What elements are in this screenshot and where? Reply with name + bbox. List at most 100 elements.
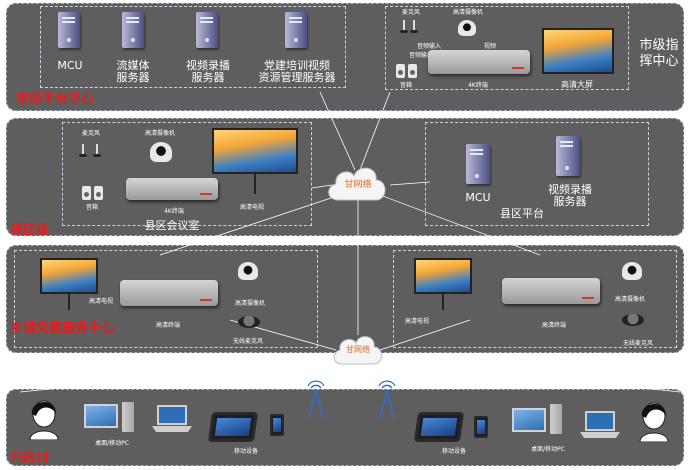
- phone-icon: [270, 414, 284, 436]
- server-icon: [122, 12, 144, 48]
- village-tier-panel: [6, 389, 684, 466]
- link-town-left: [159, 194, 341, 256]
- cell-tower-icon: [378, 380, 396, 418]
- town-left-mic-label: 无线麦克风: [232, 338, 263, 345]
- village-right-desktop-label: 桌面/移动PC: [531, 446, 565, 453]
- link-county-platform: [389, 181, 431, 186]
- lower-network-label: 甘网络: [346, 345, 370, 354]
- desktop-pc-icon: [512, 408, 546, 432]
- village-right-mobile-label: 移动设备: [441, 448, 466, 455]
- server-icon: [196, 12, 218, 48]
- link-city-command: [359, 91, 391, 171]
- city-audio-out-label: 音频输出: [408, 52, 433, 59]
- microphone-icon: [410, 20, 418, 33]
- hd-camera-icon: [150, 142, 172, 162]
- link-tower-right: [369, 361, 389, 385]
- hd-camera-icon: [238, 262, 258, 280]
- video-terminal-icon: [120, 280, 218, 306]
- county-tv-label: 高清电视: [239, 204, 264, 211]
- town-left-terminal-label: 高清终端: [155, 322, 180, 329]
- city-command-center-group: [385, 6, 629, 90]
- tv-screen-icon: [40, 258, 98, 294]
- user-avatar-icon: [639, 402, 669, 442]
- video-terminal-icon: [428, 50, 530, 74]
- link-county-room: [311, 184, 333, 189]
- speaker-icon: [82, 186, 91, 200]
- county-platform-title: 县区平台: [500, 207, 544, 220]
- desktop-pc-icon: [84, 404, 118, 428]
- link-village-left: [19, 359, 337, 393]
- city-tier-label: 市级平台中心: [16, 92, 95, 107]
- link-town-right: [379, 194, 541, 256]
- link-city-servers: [319, 91, 356, 171]
- link-village-right: [381, 359, 681, 393]
- tv-stand: [254, 174, 256, 194]
- city-terminal-label: 4K终端: [468, 82, 488, 89]
- county-tier-label: 县区级: [10, 223, 50, 238]
- wireless-mic-icon: [622, 314, 644, 326]
- county-terminal-label: 4K终端: [164, 208, 184, 215]
- microphone-icon: [400, 20, 408, 33]
- speaker-icon: [396, 64, 405, 78]
- cell-tower-icon: [307, 380, 325, 418]
- phone-icon: [474, 416, 488, 438]
- tv-stand: [442, 294, 444, 310]
- city-camera-label: 高清摄像机: [452, 9, 483, 16]
- microphone-icon: [93, 144, 101, 157]
- county-room-title: 县区会议室: [144, 219, 200, 232]
- tv-screen-icon: [542, 28, 614, 74]
- city-screen-label: 高清大屏: [561, 80, 593, 89]
- tablet-icon: [413, 412, 465, 442]
- pc-tower: [122, 402, 134, 432]
- town-right-mic-label: 无线麦克风: [622, 340, 653, 347]
- village-tier-label: 行政村: [10, 452, 50, 467]
- cloud-network-icon: [333, 336, 382, 365]
- video-terminal-icon: [126, 178, 218, 200]
- cloud-network-icon: [328, 167, 386, 201]
- town-right-camera-label: 高清摄像机: [614, 296, 645, 303]
- microphone-icon: [79, 144, 87, 157]
- hd-camera-icon: [622, 262, 642, 280]
- town-left-tv-label: 高清电视: [88, 298, 113, 305]
- county-platform-recording-label: 视频录播 服务器: [548, 183, 592, 208]
- village-left-mobile-label: 移动设备: [233, 448, 258, 455]
- county-platform-mcu-label: MCU: [465, 191, 491, 204]
- city-audio-in-label: 音频输入: [416, 43, 441, 50]
- town-right-terminal-label: 高清终端: [541, 322, 566, 329]
- tablet-icon: [207, 412, 259, 442]
- server-icon: [58, 12, 80, 48]
- town-site-left-group: [14, 250, 318, 348]
- city-mic-label: 麦克风: [401, 9, 420, 16]
- server-icon: [285, 12, 307, 48]
- village-left-desktop-label: 桌面/移动PC: [95, 440, 129, 447]
- upper-network-label: 甘网络: [344, 180, 372, 190]
- pc-tower: [550, 404, 562, 434]
- server-icon: [466, 144, 490, 184]
- city-command-center-title: 市级指 挥中心: [639, 38, 679, 69]
- city-server-recording-label: 视频录播 服务器: [186, 59, 230, 84]
- user-avatar-icon: [29, 400, 59, 440]
- city-video-label: 视频: [483, 43, 496, 50]
- video-terminal-icon: [502, 278, 600, 304]
- county-camera-label: 高清摄像机: [144, 130, 175, 137]
- town-right-tv-label: 高清电视: [404, 318, 429, 325]
- city-speaker-label: 音箱: [399, 82, 412, 89]
- laptop-icon: [580, 411, 620, 438]
- server-icon: [556, 136, 580, 176]
- city-server-training-label: 党建培训视频 资源管理服务器: [258, 59, 336, 84]
- link-town-right-lower: [379, 319, 471, 351]
- county-mic-label: 麦克风: [81, 130, 100, 137]
- speaker-icon: [408, 64, 417, 78]
- city-server-streaming-label: 流媒体 服务器: [116, 59, 150, 84]
- county-platform-group: [425, 122, 649, 226]
- city-server-mcu-label: MCU: [57, 59, 83, 72]
- tv-screen-icon: [414, 258, 472, 294]
- wireless-mic-icon: [238, 316, 260, 328]
- town-site-right-group: [393, 250, 677, 348]
- laptop-icon: [152, 405, 192, 432]
- county-speaker-label: 音箱: [85, 204, 98, 211]
- speaker-icon: [94, 186, 103, 200]
- link-tower-left: [317, 361, 346, 385]
- hd-camera-icon: [458, 20, 476, 36]
- town-tier-label: 乡镇党建服务中心: [10, 321, 115, 336]
